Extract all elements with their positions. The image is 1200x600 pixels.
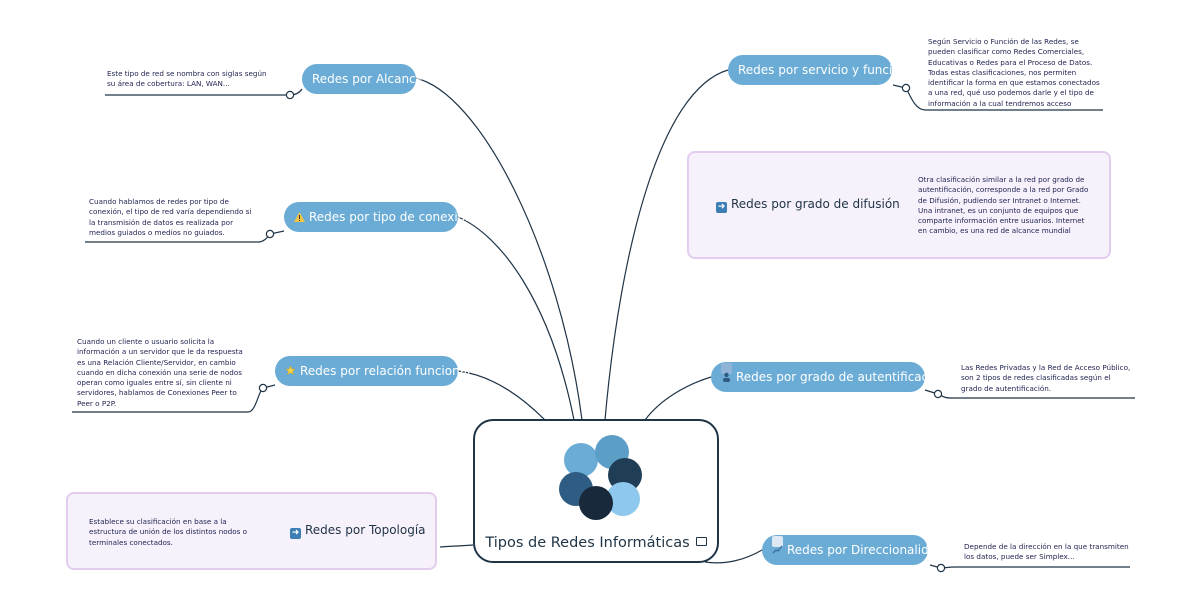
link-topologia [439, 544, 474, 548]
connector-alcance [285, 90, 295, 100]
arrow-right-icon: ➜ [290, 528, 301, 539]
note-autentificacion: Las Redes Privadas y la Red de Acceso Pú… [961, 363, 1131, 393]
topic-direccionalidad[interactable]: Redes por Direccionalidad [762, 535, 944, 565]
chart-icon [772, 536, 783, 554]
central-title-text: Tipos de Redes Informáticas [485, 535, 690, 551]
topic-alcance[interactable]: Redes por Alcance [302, 64, 423, 94]
connector-direccionalidad [936, 563, 946, 573]
note-direccionalidad: Depende de la dirección en la que transm… [964, 542, 1129, 562]
note-funcional: Cuando un cliente o usuario solicita la … [77, 337, 243, 408]
link-conexion [457, 216, 575, 421]
difusion-box [687, 151, 1111, 259]
topic-autentificacion-label: Redes por grado de autentificación [736, 370, 947, 384]
topic-autentificacion[interactable]: Redes por grado de autentificación [711, 362, 947, 392]
topic-conexion-label: Redes por tipo de conexión [309, 210, 473, 224]
link-funcional [457, 370, 546, 421]
topic-servicio[interactable]: Redes por servicio y función [728, 55, 907, 85]
link-autentificacion [644, 376, 712, 421]
note-topologia: Establece su clasificación en base a la … [89, 517, 248, 547]
topic-topologia[interactable]: ➜ Redes por Topología [280, 515, 426, 545]
topic-funcional-label: Redes por relación funcional [300, 364, 471, 378]
link-direccionalidad [704, 549, 763, 564]
note-difusion: Otra clasificación similar a la red por … [918, 175, 1089, 236]
star-icon [285, 357, 296, 387]
central-title: Tipos de Redes Informáticas [475, 535, 717, 551]
network-logo [559, 435, 642, 520]
arrow-right-icon: ➜ [716, 202, 727, 213]
topic-direccionalidad-label: Redes por Direccionalidad [787, 543, 944, 557]
connector-funcional [258, 383, 268, 393]
topologia-box [66, 492, 437, 570]
topic-funcional[interactable]: Redes por relación funcional [275, 356, 470, 387]
link-alcance [414, 77, 583, 421]
note-alcance: Este tipo de red se nombra con siglas se… [107, 69, 267, 89]
central-topic[interactable]: Tipos de Redes Informáticas [473, 419, 719, 563]
topic-alcance-label: Redes por Alcance [312, 72, 424, 86]
connector-autentificacion [933, 389, 943, 399]
user-icon [721, 363, 732, 382]
image-icon[interactable] [695, 537, 707, 546]
topic-topologia-label: Redes por Topología [305, 523, 426, 537]
note-servicio: Según Servicio o Función de las Redes, s… [928, 37, 1100, 108]
link-servicio [604, 69, 729, 421]
connector-conexion [265, 229, 275, 239]
topic-difusion[interactable]: ➜ Redes por grado de difusión [706, 189, 900, 219]
connector-servicio [901, 83, 911, 93]
topic-conexion[interactable]: Redes por tipo de conexión [284, 202, 473, 233]
warning-icon [294, 203, 305, 233]
topic-difusion-label: Redes por grado de difusión [731, 197, 900, 211]
topic-servicio-label: Redes por servicio y función [738, 63, 908, 77]
note-conexion: Cuando hablamos de redes por tipo de con… [89, 197, 252, 237]
underline-direccionalidad [929, 564, 1130, 569]
